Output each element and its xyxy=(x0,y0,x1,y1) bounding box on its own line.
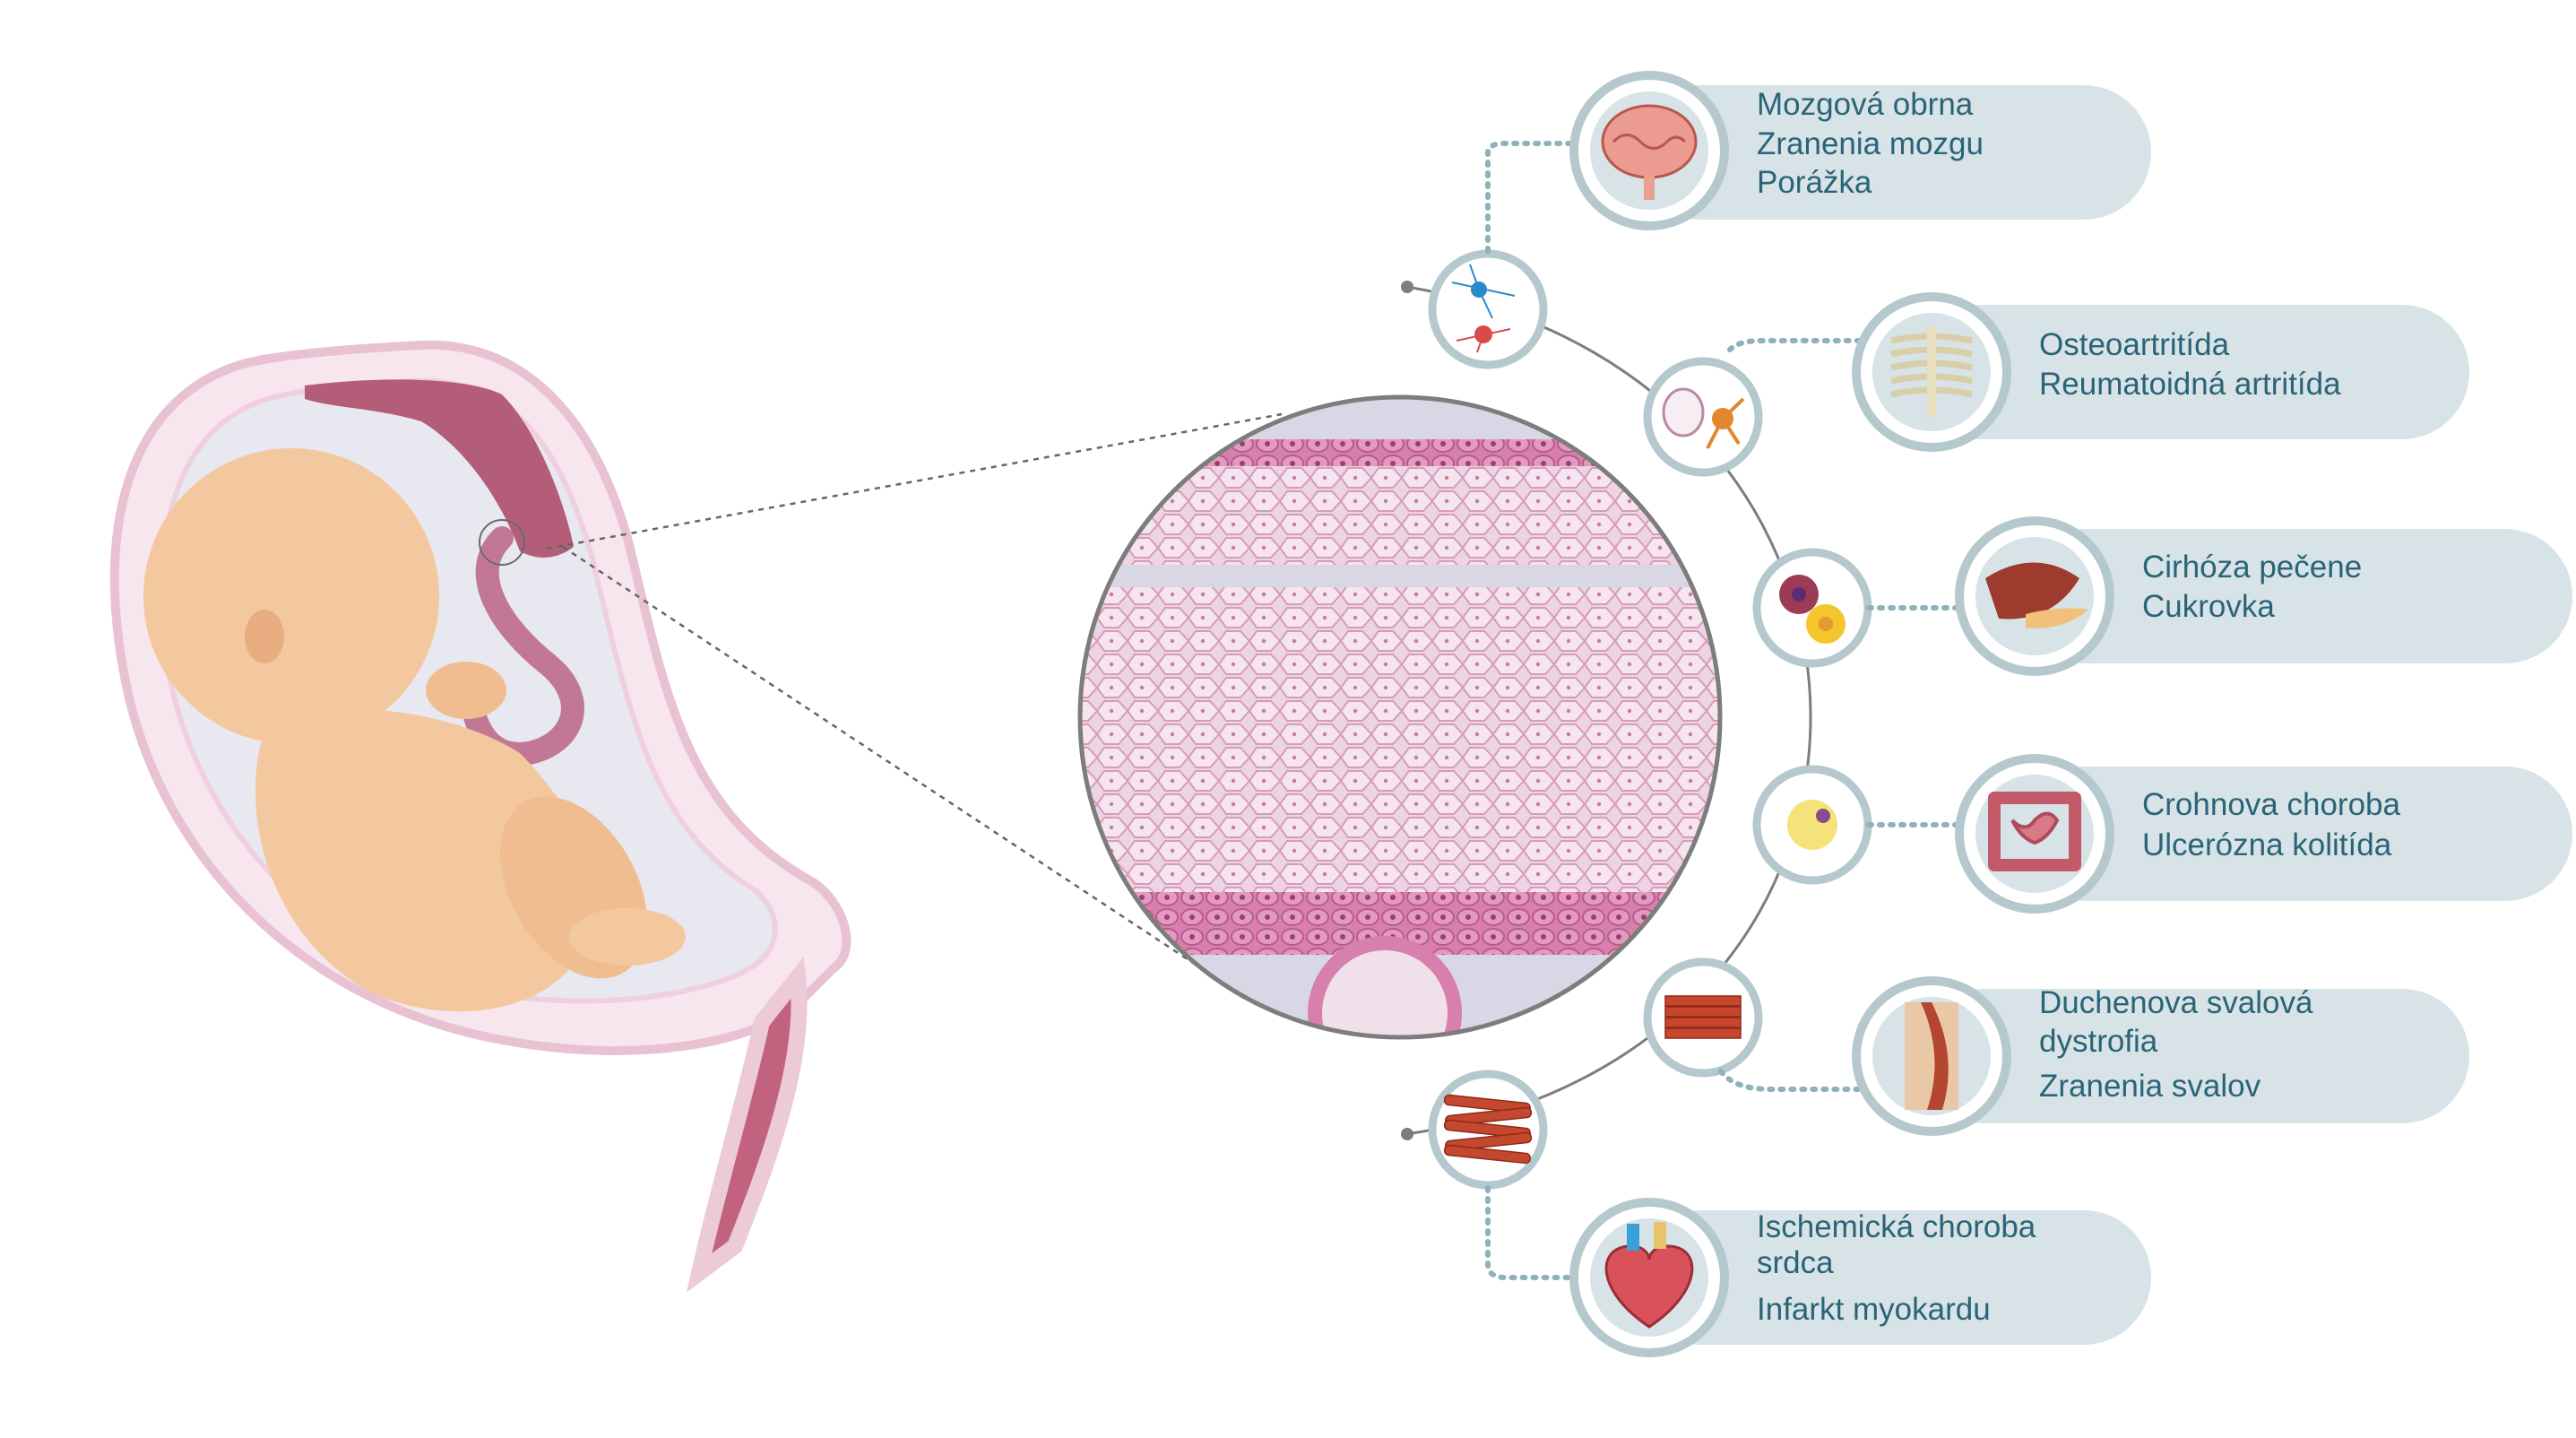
fetus-ear xyxy=(245,610,284,663)
gut-cell-icon xyxy=(1752,765,1872,885)
intestine-icon xyxy=(1955,754,2114,914)
tissue-cross-section xyxy=(1077,394,1723,1040)
fetus-foot xyxy=(569,908,686,966)
condition-pill xyxy=(1631,1210,2151,1345)
condition-text: Zranenia mozgu xyxy=(1757,126,1984,161)
placenta xyxy=(305,379,574,558)
condition-text: Cirhóza pečene xyxy=(2142,550,2362,585)
liver-icon xyxy=(1955,516,2114,676)
condition-text: Porážka xyxy=(1757,165,1872,200)
connector-2 xyxy=(1727,338,1867,352)
connector-lines xyxy=(1485,141,1975,1280)
connector-5 xyxy=(1718,1069,1867,1092)
condition-text: Crohnova choroba xyxy=(2142,787,2400,822)
condition-text: Cukrovka xyxy=(2142,589,2275,624)
fetus-hand xyxy=(426,662,506,719)
cervix-canal xyxy=(686,957,808,1293)
condition-text: Osteoartritída xyxy=(2039,327,2230,362)
zoom-source-circle xyxy=(479,519,526,566)
condition-text: Reumatoidná artritída xyxy=(2039,367,2341,402)
condition-text: Duchenova svalová xyxy=(2039,985,2313,1020)
ribcage-icon xyxy=(1852,292,2011,452)
muscle-icon xyxy=(1852,976,2011,1136)
condition-text: dystrofia xyxy=(2039,1024,2158,1059)
neuron-cells-icon xyxy=(1428,249,1548,369)
condition-pill xyxy=(1914,305,2469,439)
condition-text: Mozgová obrna xyxy=(1757,87,1974,122)
connector-1 xyxy=(1485,141,1587,254)
condition-text: Ulcerózna kolitída xyxy=(2142,827,2392,862)
connector-6 xyxy=(1485,1185,1587,1280)
condition-pill xyxy=(2017,767,2572,901)
condition-text: srdca xyxy=(1757,1245,1834,1280)
condition-text: Infarkt myokardu xyxy=(1757,1292,1991,1327)
arc-end-top xyxy=(1401,281,1413,293)
heart-icon xyxy=(1569,1198,1729,1357)
cell-arc xyxy=(1406,285,1812,1136)
condition-text: Ischemická choroba xyxy=(1757,1209,2036,1244)
muscle-fiber-icon xyxy=(1643,957,1763,1078)
brain-icon xyxy=(1569,71,1729,230)
condition-pill xyxy=(1631,85,2151,220)
cardiac-fiber-icon xyxy=(1428,1070,1548,1190)
liver-cells-icon xyxy=(1752,548,1872,668)
condition-pill xyxy=(1914,989,2469,1123)
fetus-head xyxy=(143,448,439,744)
condition-text: Zranenia svalov xyxy=(2039,1069,2261,1104)
cell-types-group xyxy=(1428,249,1872,1190)
condition-pill xyxy=(2017,529,2572,663)
fetus-body xyxy=(255,708,596,1012)
arc-end-bottom xyxy=(1401,1128,1413,1140)
zoom-line-bottom xyxy=(562,545,1202,970)
fetus-in-womb-illustration xyxy=(109,340,1283,1293)
bone-cells-icon xyxy=(1643,357,1763,477)
